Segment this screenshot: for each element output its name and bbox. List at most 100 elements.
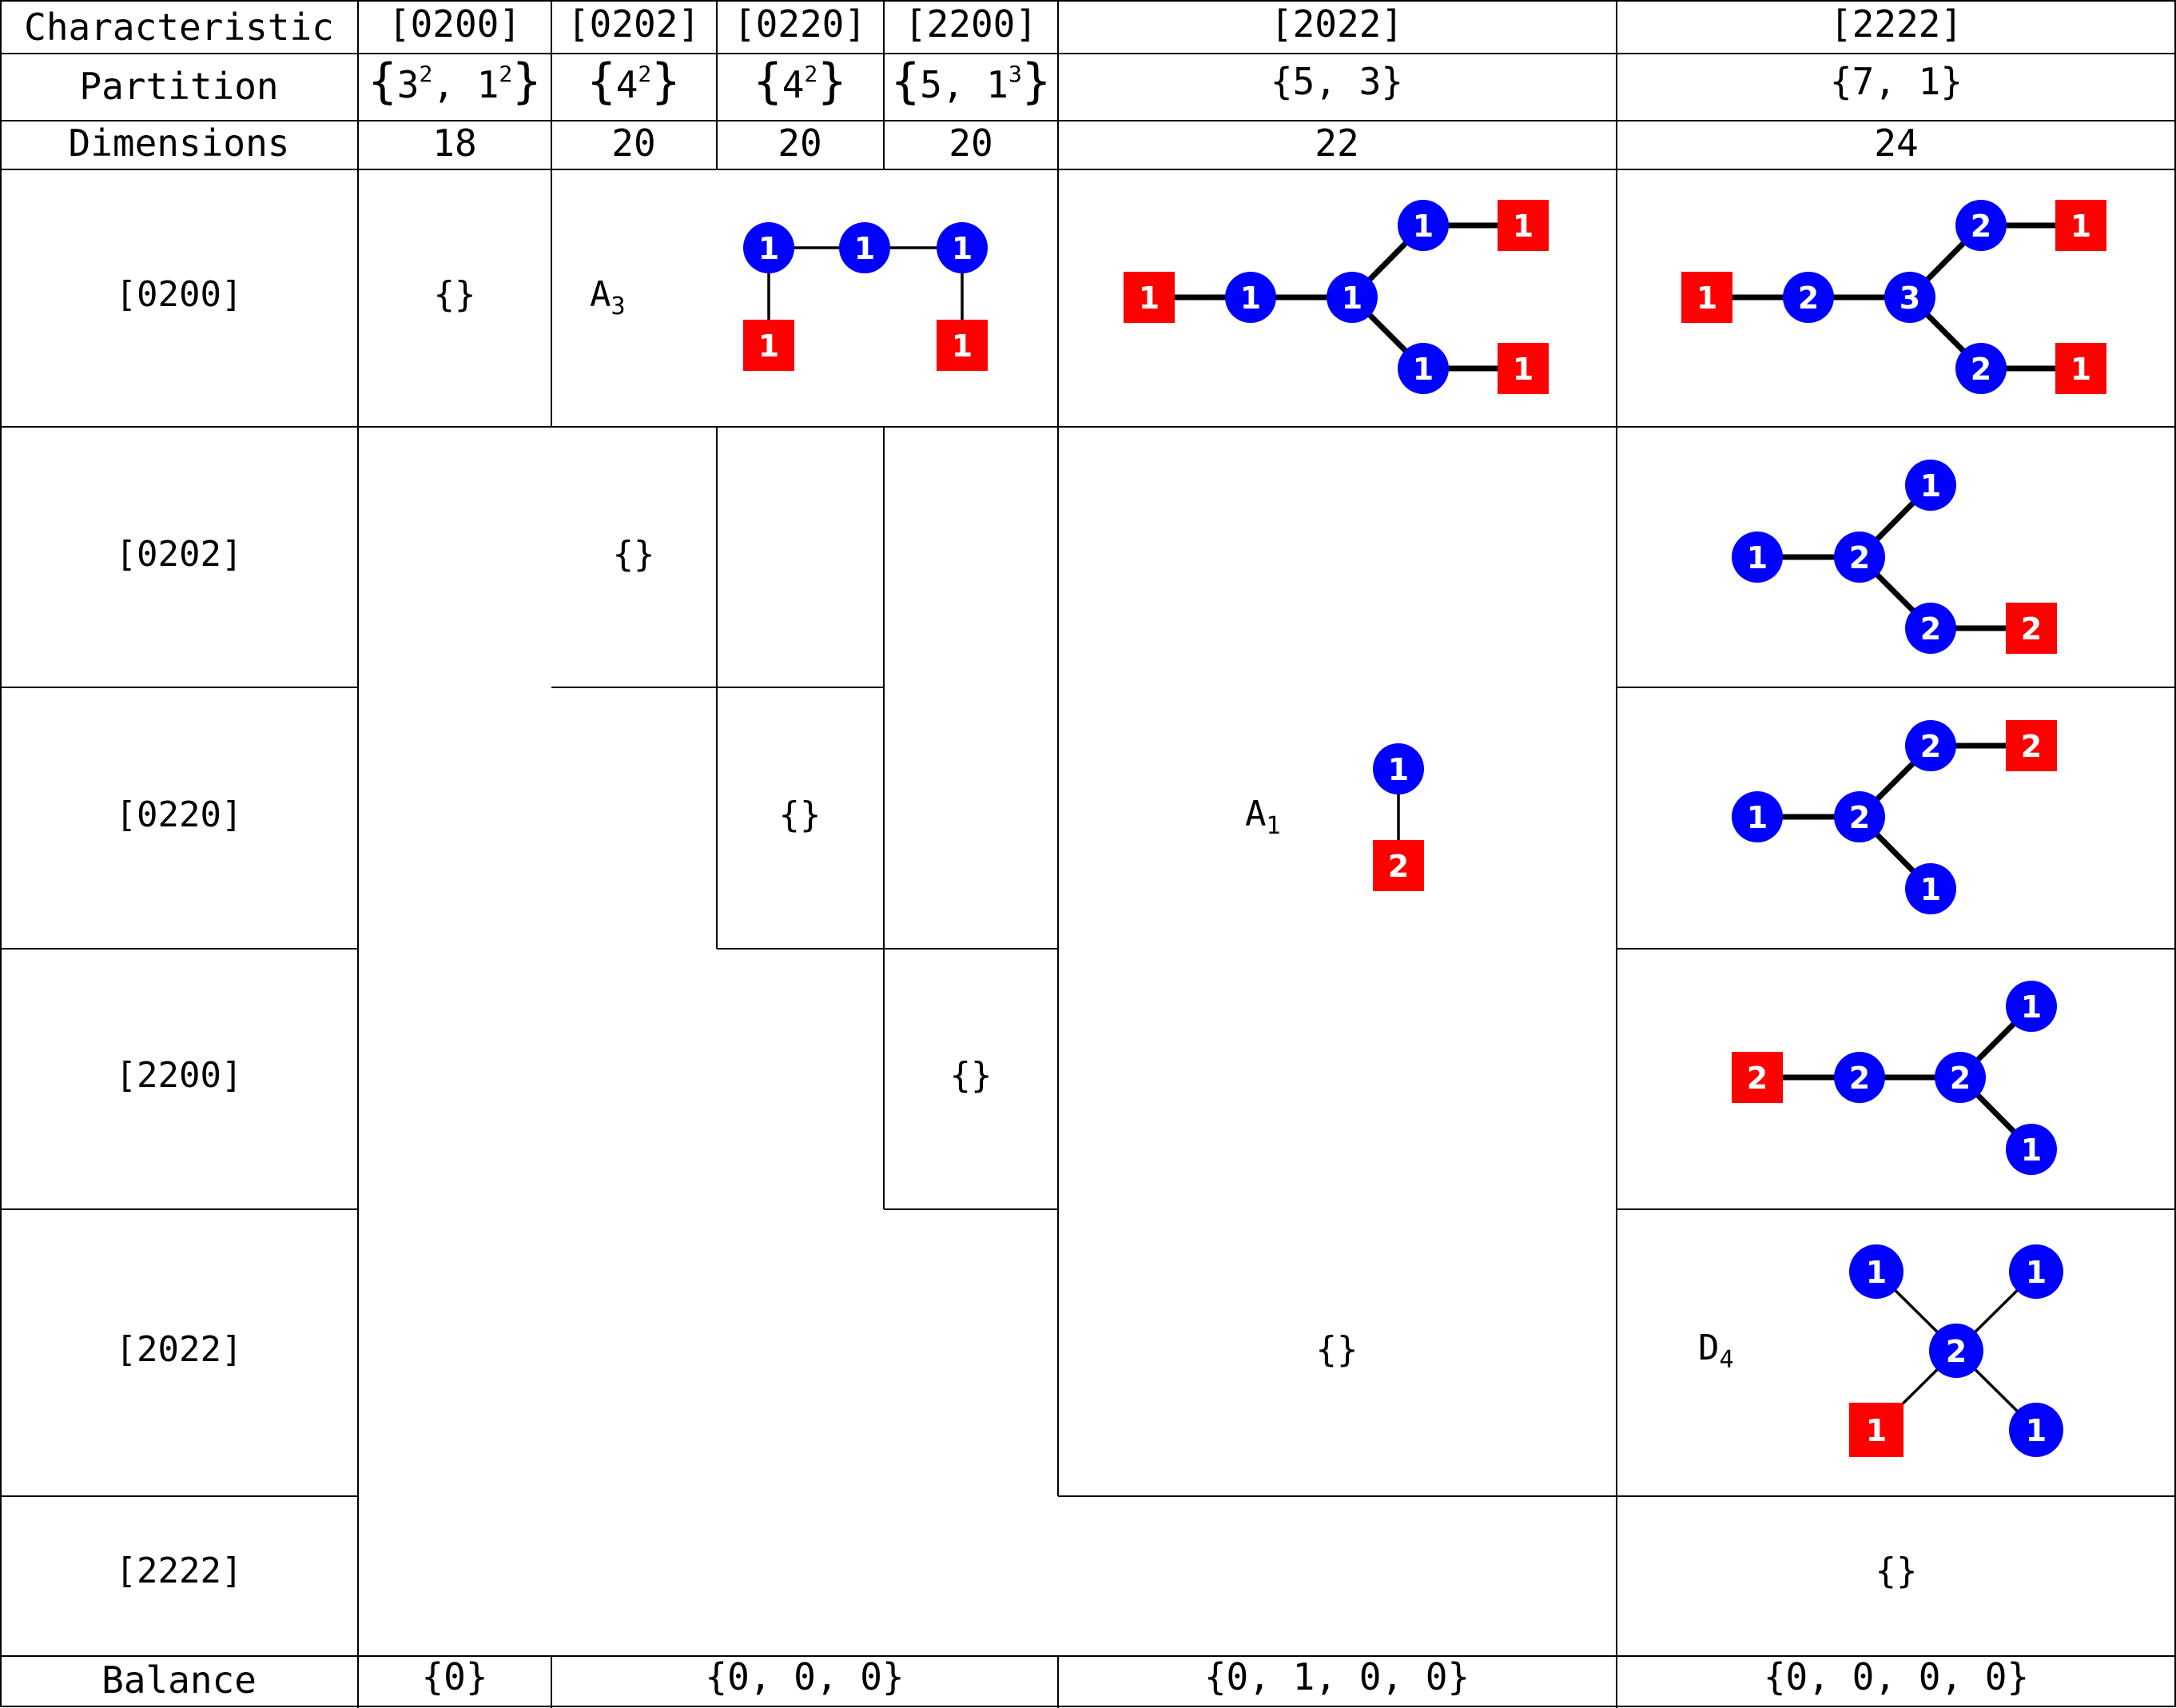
dimensions-header: Dimensions [69, 121, 290, 165]
empty-set-2222: {} [1876, 1551, 1918, 1591]
row-labels: [0200] [0202] [0220] [2200] [2022] [2222… [101, 274, 257, 1702]
svg-text:1: 1 [1747, 540, 1768, 575]
gauge-node: 1 [2006, 981, 2057, 1032]
row-label-2222: [2222] [116, 1551, 243, 1591]
quiver-0200-2222: 1 2 3 2 2 1 1 [1681, 200, 2106, 394]
svg-text:2: 2 [1849, 1061, 1870, 1096]
dimension-0202: 20 [611, 121, 655, 165]
svg-text:2: 2 [2021, 729, 2042, 764]
algebra-label-a3: A3 [590, 274, 626, 320]
svg-text:1: 1 [758, 231, 779, 266]
flavor-node: 2 [2006, 603, 2057, 654]
svg-text:1: 1 [1139, 281, 1160, 316]
gauge-node: 2 [1905, 720, 1956, 771]
flavor-node: 1 [1498, 200, 1549, 251]
flavor-node: 1 [937, 320, 988, 371]
gauge-node: 2 [1783, 272, 1834, 323]
gauge-node: 1 [839, 222, 890, 273]
svg-text:2: 2 [1950, 1061, 1971, 1096]
partition-2200: {5, 13} [891, 54, 1051, 109]
svg-text:1: 1 [1866, 1413, 1887, 1448]
row-label-2200: [2200] [116, 1055, 243, 1096]
svg-text:1: 1 [952, 231, 973, 266]
gauge-node: 1 [2009, 1403, 2063, 1457]
svg-text:1: 1 [2071, 352, 2091, 387]
flavor-node: 1 [1681, 272, 1732, 323]
flavor-node: 2 [1373, 840, 1424, 891]
partition-0200: {32, 12} [368, 54, 542, 109]
quiver-0202-2222: 1 2 1 2 2 [1732, 460, 2057, 654]
column-char-0200: [0200] [388, 2, 521, 46]
row-label-0220: [0220] [116, 794, 243, 835]
row-label-0200: [0200] [116, 274, 243, 315]
dimension-2200: 20 [949, 121, 993, 165]
svg-text:1: 1 [1747, 800, 1768, 835]
svg-text:1: 1 [1342, 281, 1362, 316]
column-char-2022: [2022] [1271, 2, 1403, 46]
partition-0202: {42} [587, 54, 681, 109]
row-label-0202: [0202] [116, 534, 243, 575]
column-char-0220: [0220] [734, 2, 866, 46]
flavor-node: 1 [1849, 1403, 1904, 1457]
partition-2022: {5, 3} [1271, 60, 1403, 103]
gauge-node: 1 [1905, 460, 1956, 511]
gauge-node: 1 [937, 222, 988, 273]
svg-text:2: 2 [1747, 1061, 1768, 1096]
dimension-2022: 22 [1315, 121, 1359, 165]
svg-text:1: 1 [1866, 1255, 1887, 1290]
dimension-0200: 18 [432, 121, 476, 165]
svg-text:1: 1 [1513, 352, 1534, 387]
gauge-node: 2 [1929, 1324, 1983, 1378]
svg-text:1: 1 [1388, 752, 1409, 787]
svg-text:1: 1 [1413, 352, 1434, 387]
balance-2222: {0, 0, 0, 0} [1764, 1655, 2029, 1698]
partition-header: Partition [79, 65, 278, 108]
quiver-2022-2222: 1 1 2 1 1 [1849, 1244, 2063, 1457]
row-label-2022: [2022] [116, 1329, 243, 1370]
flavor-node: 2 [2006, 720, 2057, 771]
column-char-0202: [0202] [567, 2, 700, 46]
svg-text:1: 1 [1240, 281, 1261, 316]
svg-text:1: 1 [854, 231, 875, 266]
svg-text:1: 1 [2026, 1255, 2047, 1290]
empty-set-2200: {} [950, 1055, 993, 1096]
svg-text:2: 2 [1798, 281, 1819, 316]
gauge-node: 1 [1327, 272, 1378, 323]
gauge-node: 1 [1732, 532, 1783, 583]
gauge-node: 1 [1225, 272, 1276, 323]
empty-set-0200: {} [434, 274, 476, 315]
flavor-node: 1 [743, 320, 794, 371]
gauge-node: 2 [1935, 1052, 1986, 1103]
balance-0200: {0} [421, 1655, 487, 1698]
balance-header: Balance [101, 1658, 257, 1702]
dimension-2222: 24 [1874, 121, 1918, 165]
column-char-2200: [2200] [905, 2, 1037, 46]
balance-2022: {0, 1, 0, 0} [1204, 1655, 1470, 1698]
svg-text:2: 2 [1388, 849, 1409, 884]
svg-text:1: 1 [758, 328, 779, 364]
balance-0202-0220-2200: {0, 0, 0} [705, 1655, 904, 1698]
svg-text:1: 1 [1920, 872, 1941, 907]
quiver-0200-0202: 1 1 1 1 1 [743, 222, 988, 371]
svg-text:1: 1 [1920, 468, 1941, 504]
partition-0220: {42} [754, 54, 847, 109]
quiver-0220-2222: 1 2 2 1 2 [1732, 720, 2057, 914]
header-rows: Characteristic [0200] [0202] [0220] [220… [24, 2, 1963, 165]
gauge-node: 1 [2009, 1244, 2063, 1299]
svg-text:1: 1 [1697, 281, 1717, 316]
gauge-node: 2 [1834, 791, 1885, 842]
algebra-label-a1: A1 [1245, 794, 1281, 840]
gauge-node: 3 [1884, 272, 1935, 323]
gauge-node: 1 [2006, 1124, 2057, 1175]
gauge-node: 2 [1834, 532, 1885, 583]
svg-text:2: 2 [1849, 540, 1870, 575]
gauge-node: 1 [1849, 1244, 1904, 1299]
svg-text:1: 1 [2021, 989, 2042, 1025]
svg-text:1: 1 [2026, 1413, 2047, 1448]
flavor-node: 1 [2055, 200, 2106, 251]
svg-text:2: 2 [1946, 1334, 1967, 1369]
svg-text:2: 2 [2021, 611, 2042, 647]
gauge-node: 1 [1732, 791, 1783, 842]
gauge-node: 1 [1398, 200, 1449, 251]
